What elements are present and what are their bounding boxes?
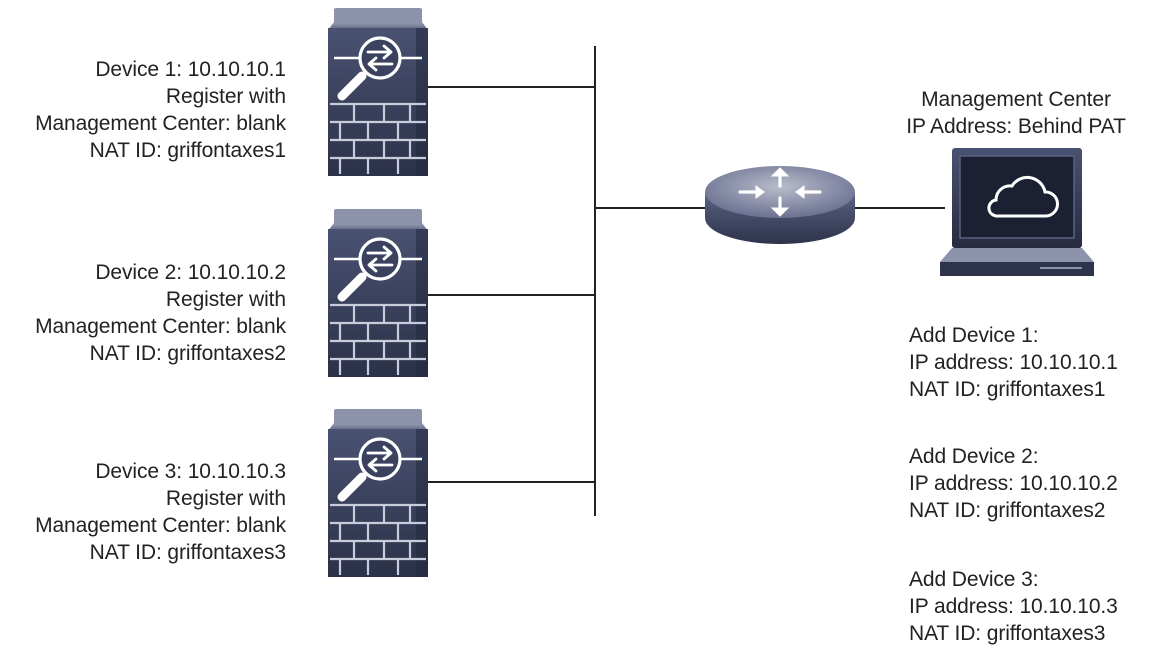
device-2-label: Device 2: 10.10.10.2 Register with Manag… (35, 259, 286, 367)
device-1-address: Device 1: 10.10.10.1 (95, 58, 286, 81)
add-device-1-ip: IP address: 10.10.10.1 (909, 351, 1118, 374)
firewall-icon (328, 409, 428, 577)
management-center-title: Management Center (921, 88, 1111, 111)
device-1-nat-id: NAT ID: griffontaxes1 (89, 139, 286, 162)
add-device-2-nat-id: NAT ID: griffontaxes2 (909, 499, 1106, 522)
add-device-2-ip: IP address: 10.10.10.2 (909, 472, 1118, 495)
device-2-management: Management Center: blank (35, 315, 286, 338)
router-icon (705, 166, 855, 244)
add-device-1-title: Add Device 1: (909, 324, 1039, 347)
cloud-monitor-icon (940, 148, 1094, 276)
firewall-icon (328, 209, 428, 377)
firewall-icon (328, 8, 428, 176)
add-device-2-label: Add Device 2: IP address: 10.10.10.2 NAT… (909, 443, 1118, 524)
device-3-register: Register with (165, 487, 286, 510)
add-device-1-label: Add Device 1: IP address: 10.10.10.1 NAT… (909, 322, 1118, 403)
device-2-nat-id: NAT ID: griffontaxes2 (89, 342, 286, 365)
device-3-nat-id: NAT ID: griffontaxes3 (89, 541, 286, 564)
device-2-register: Register with (165, 288, 286, 311)
device-3-management: Management Center: blank (35, 514, 286, 537)
add-device-3-label: Add Device 3: IP address: 10.10.10.3 NAT… (909, 566, 1118, 647)
device-3-label: Device 3: 10.10.10.3 Register with Manag… (35, 458, 286, 566)
device-1-management: Management Center: blank (35, 112, 286, 135)
management-center-ip: IP Address: Behind PAT (906, 115, 1126, 138)
management-center-label: Management Center IP Address: Behind PAT (866, 86, 1166, 140)
device-3-address: Device 3: 10.10.10.3 (95, 460, 286, 483)
add-device-3-title: Add Device 3: (909, 568, 1039, 591)
device-1-register: Register with (165, 85, 286, 108)
device-1-label: Device 1: 10.10.10.1 Register with Manag… (35, 56, 286, 164)
device-2-address: Device 2: 10.10.10.2 (95, 261, 286, 284)
add-device-1-nat-id: NAT ID: griffontaxes1 (909, 378, 1106, 401)
add-device-3-nat-id: NAT ID: griffontaxes3 (909, 622, 1106, 645)
add-device-2-title: Add Device 2: (909, 445, 1039, 468)
network-lines (428, 46, 945, 516)
add-device-3-ip: IP address: 10.10.10.3 (909, 595, 1118, 618)
